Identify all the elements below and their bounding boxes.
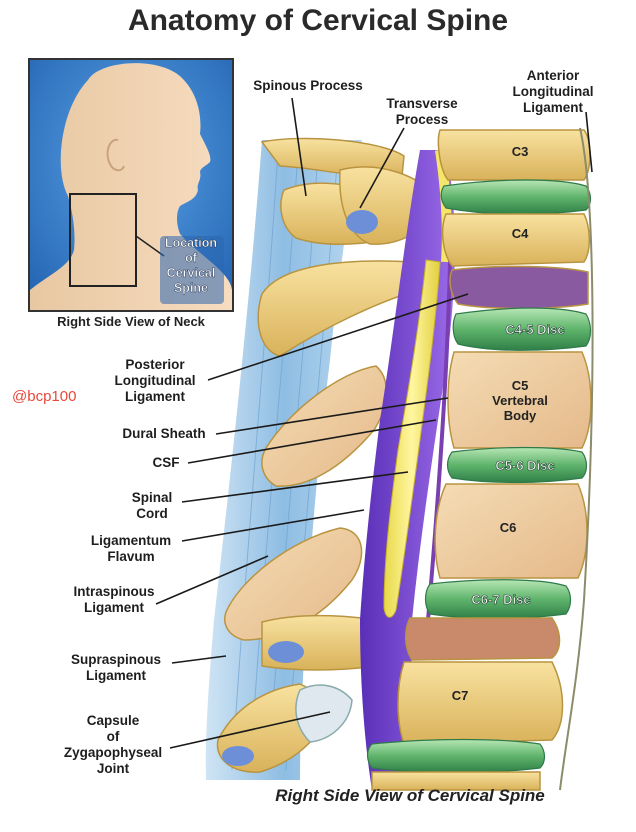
inset-caption: Right Side View of Neck xyxy=(57,314,205,329)
location-of-cervical-spine-label: Location of Cervical Spine xyxy=(164,236,218,295)
c6-label: C6 xyxy=(499,520,517,535)
anterior-longitudinal-ligament xyxy=(559,127,594,791)
spinal-cord-label: Spinal Cord xyxy=(131,490,173,521)
c6-vertebral-body xyxy=(434,483,588,579)
c5-vertebral-body-label: C5 Vertebral Body xyxy=(492,378,548,423)
ligamentum-flavum-label: Ligamentum Flavum xyxy=(90,533,172,564)
c6-7-disc xyxy=(424,579,572,620)
transverse-process-label: Transverse Process xyxy=(386,96,458,127)
c4-vertebra xyxy=(441,213,590,267)
csf-label: CSF xyxy=(152,455,180,470)
c5-6-disc xyxy=(446,446,588,484)
c4-5-disc xyxy=(452,307,592,351)
transverse-process-facet xyxy=(346,210,378,234)
c7-vertebra xyxy=(397,661,564,745)
c4-endplate xyxy=(449,265,589,310)
spinous-process-c4 xyxy=(257,260,421,357)
capsule-of-zygapophyseal-joint-label: Capsule of Zygapophyseal Joint xyxy=(63,713,163,776)
lower-facet xyxy=(222,746,254,766)
anterior-longitudinal-ligament-label: Anterior Longitudinal Ligament xyxy=(512,68,594,115)
c4-label: C4 xyxy=(511,226,529,241)
c7-endplate xyxy=(405,617,561,661)
leader-lines xyxy=(155,97,593,749)
posterior-longitudinal-ligament-label: Posterior Longitudinal Ligament xyxy=(114,357,196,404)
page-title: Anatomy of Cervical Spine xyxy=(127,4,509,37)
c5-vertebral-body xyxy=(447,351,592,449)
main-caption: Right Side View of Cervical Spine xyxy=(275,786,545,805)
spinous-process-c6 xyxy=(224,527,363,641)
c3-label: C3 xyxy=(511,144,529,159)
c6-7-disc-label: C6-7 Disc xyxy=(471,592,531,608)
supraspinous-ligament-label: Supraspinous Ligament xyxy=(70,652,161,683)
spinal-cord xyxy=(383,259,441,618)
head-silhouette-illustration xyxy=(30,60,232,310)
c5-6-disc-label: C5-6 Disc xyxy=(495,458,555,474)
c7-facet xyxy=(268,641,304,663)
c4-5-disc-label: C4-5 Disc xyxy=(505,322,565,338)
c7-t1-disc xyxy=(366,738,546,774)
c7-label: C7 xyxy=(451,688,469,703)
author-handle: @bcp100 xyxy=(12,388,77,405)
c3-4-disc xyxy=(440,179,592,215)
t1-vertebra xyxy=(371,771,541,791)
dural-sheath-label: Dural Sheath xyxy=(122,426,206,441)
neck-location-inset: Location of Cervical Spine xyxy=(28,58,234,312)
spinous-process-label: Spinous Process xyxy=(253,78,363,93)
intraspinous-ligament-label: Intraspinous Ligament xyxy=(73,584,155,615)
